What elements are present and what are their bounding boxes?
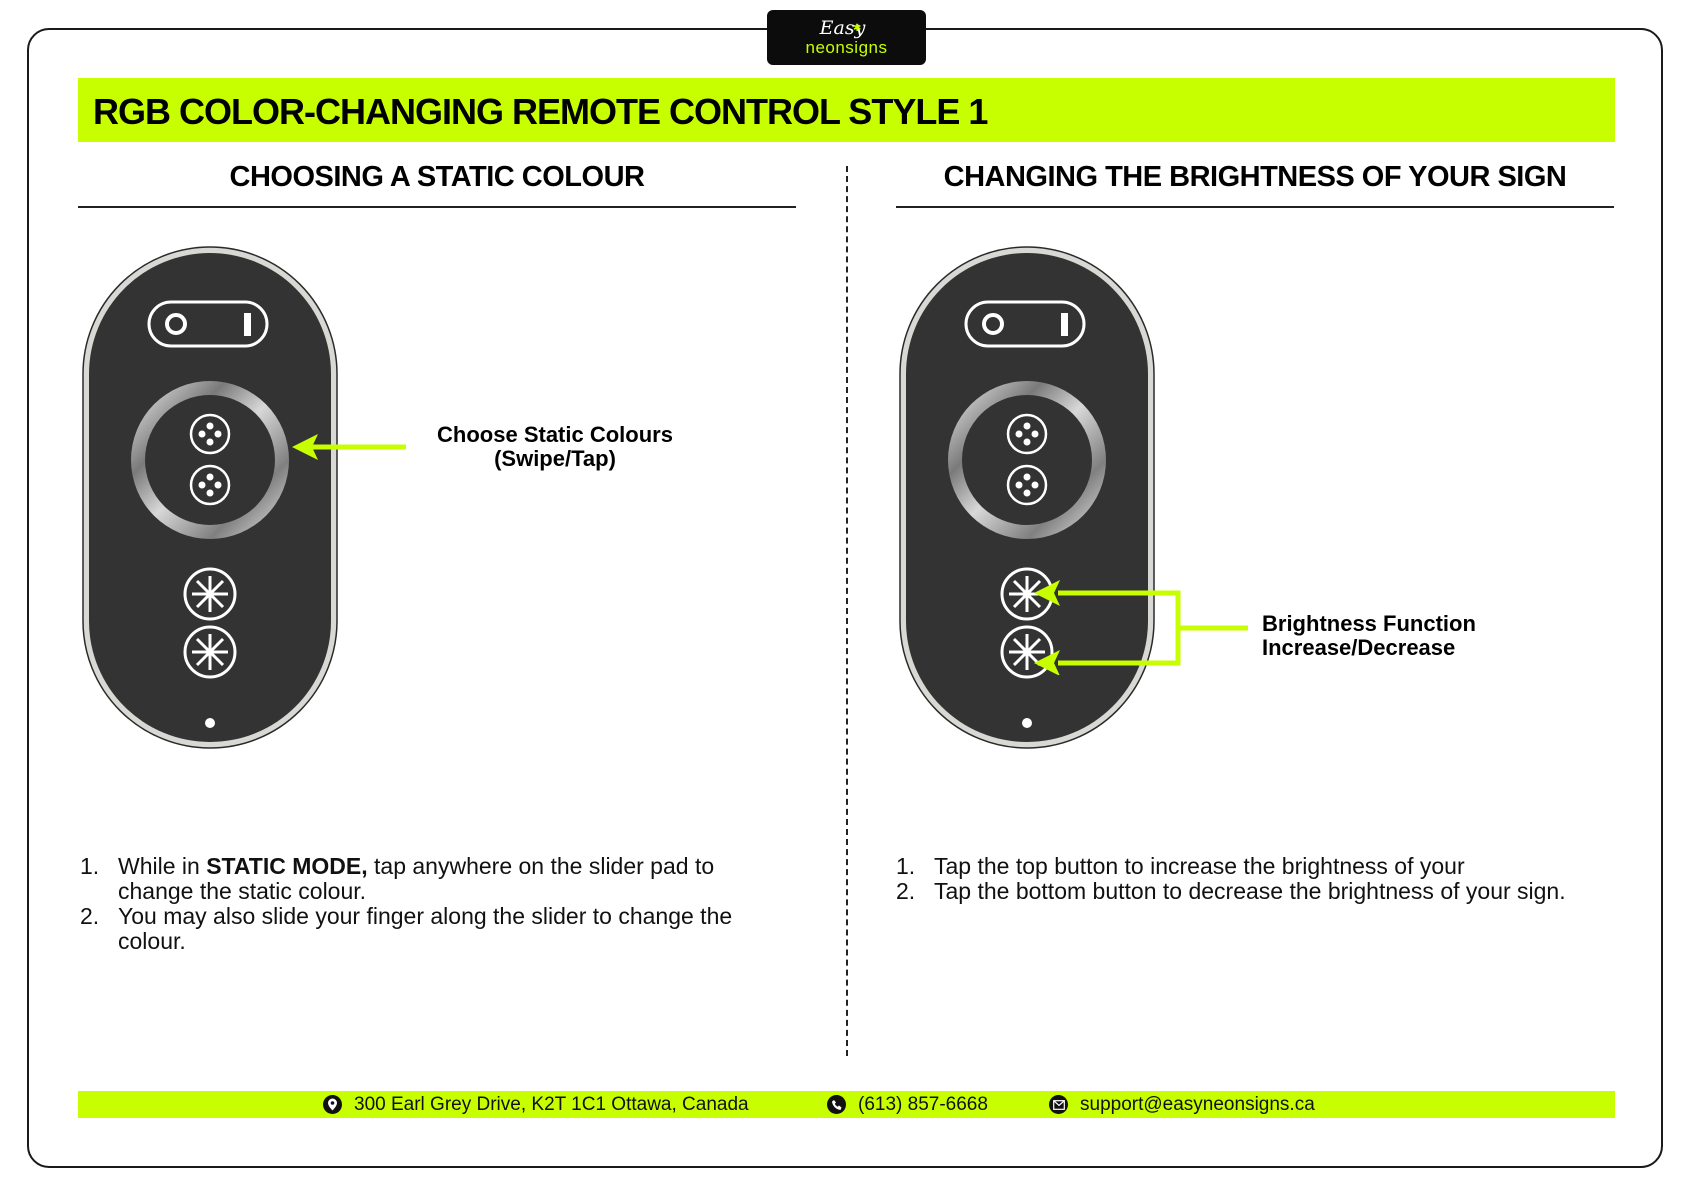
mode-button-icon: [1006, 413, 1048, 455]
callout-line: Increase/Decrease: [1262, 635, 1456, 660]
instruction-item: 2. Tap the bottom button to decrease the…: [896, 878, 1566, 904]
instruction-item: 2. You may also slide your finger along …: [80, 903, 733, 954]
static-mode-emphasis: STATIC MODE,: [206, 853, 368, 879]
callout-line: Choose Static Colours: [437, 422, 673, 447]
indicator-led-icon: [205, 718, 215, 728]
remote-illustration-left: [82, 246, 338, 749]
callout-static-colours: Choose Static Colours (Swipe/Tap): [420, 423, 690, 471]
brightness-down-icon: [183, 625, 237, 679]
indicator-led-icon: [1022, 718, 1032, 728]
color-slider-ring: [948, 381, 1106, 539]
instruction-item: 1. Tap the top button to increase the br…: [896, 853, 1465, 879]
dashed-divider: [846, 166, 848, 1056]
mode-button-icon: [189, 413, 231, 455]
power-switch-icon: [147, 300, 269, 348]
instructions-list-static: 1. While in STATIC MODE, tap anywhere on…: [80, 854, 794, 954]
bracket-arrows-icon: [1034, 580, 1248, 675]
mode-button-icon: [189, 464, 231, 506]
section-title-static-colour: CHOOSING A STATIC COLOUR: [229, 161, 645, 193]
instruction-item: 1. While in STATIC MODE, tap anywhere on…: [80, 853, 715, 904]
section-underline: [896, 206, 1614, 208]
logo: Easy ✱ neonsigns: [767, 10, 926, 65]
section-title-brightness: CHANGING THE BRIGHTNESS OF YOUR SIGN: [943, 161, 1567, 193]
footer-address: 300 Earl Grey Drive, K2T 1C1 Ottawa, Can…: [323, 1092, 749, 1117]
instructions-list-brightness: 1. Tap the top button to increase the br…: [896, 854, 1606, 904]
maple-leaf-icon: ✱: [853, 23, 862, 34]
color-slider-ring: [131, 381, 289, 539]
logo-easy-text: Easy: [819, 17, 866, 39]
phone-icon: [827, 1095, 846, 1114]
power-switch-icon: [964, 300, 1086, 348]
footer-phone[interactable]: (613) 857-6668: [827, 1092, 988, 1117]
callout-line: Brightness Function: [1262, 611, 1476, 636]
callout-brightness: Brightness Function Increase/Decrease: [1262, 612, 1476, 660]
mode-button-icon: [1006, 464, 1048, 506]
logo-neonsigns-text: neonsigns: [805, 38, 888, 57]
mail-icon: [1049, 1095, 1068, 1114]
callout-line: (Swipe/Tap): [494, 446, 616, 471]
remote-illustration-right: [899, 246, 1155, 749]
brightness-down-icon: [1000, 625, 1054, 679]
footer-email[interactable]: support@easyneonsigns.ca: [1049, 1092, 1315, 1117]
header-bar: [78, 78, 1615, 142]
location-pin-icon: [323, 1095, 342, 1114]
section-underline: [78, 206, 796, 208]
arrow-left-icon: [292, 434, 406, 460]
brightness-up-icon: [183, 567, 237, 621]
page-title: RGB COLOR-CHANGING REMOTE CONTROL STYLE …: [93, 91, 988, 132]
